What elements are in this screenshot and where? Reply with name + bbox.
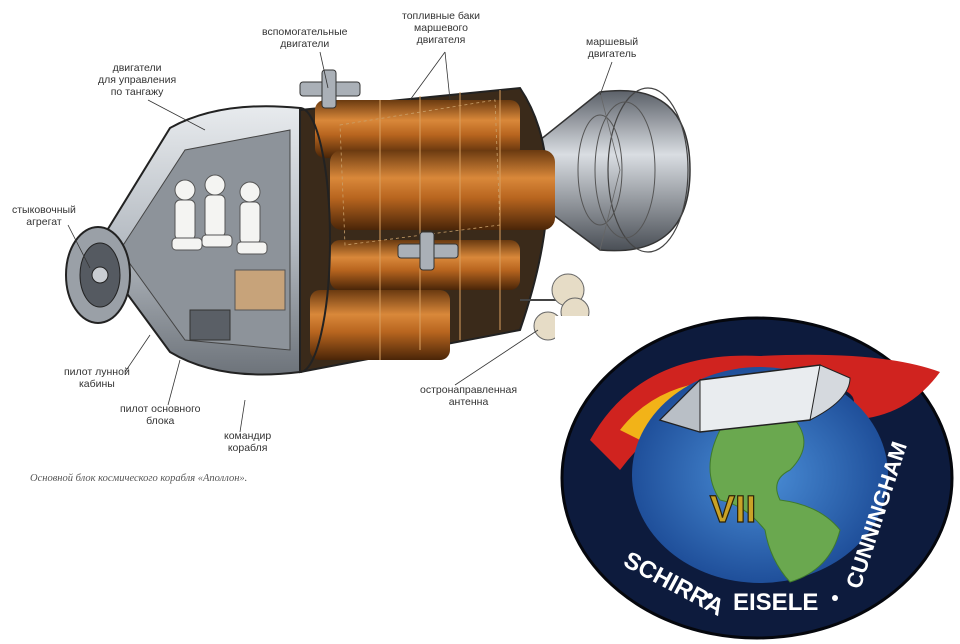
- label-fuel-tanks: топливные баки маршевого двигателя: [402, 10, 480, 46]
- label-line: кабины: [78, 378, 115, 390]
- label-line: двигатели: [112, 62, 162, 74]
- label-line: маршевый: [586, 36, 639, 48]
- label-antenna: остронаправленная антенна: [420, 384, 517, 408]
- apollo-cutaway-illustration: [65, 69, 691, 376]
- fuel-tank-upper: [315, 100, 520, 158]
- label-line: антенна: [448, 396, 489, 408]
- patch-earth-continents: [709, 413, 841, 583]
- label-line: стыковочный: [12, 204, 76, 216]
- label-pitch-engines: двигатели для управления по тангажу: [98, 62, 176, 98]
- fuel-tank-middle: [330, 150, 555, 230]
- label-cm-pilot: пилот основного блока: [120, 403, 201, 427]
- label-line: пилот лунной: [64, 366, 130, 378]
- patch-crew-eisele: EISELE: [733, 589, 818, 616]
- label-line: блока: [146, 415, 175, 427]
- label-line: корабля: [227, 442, 268, 454]
- label-line: агрегат: [26, 216, 62, 228]
- label-line: двигателя: [416, 34, 466, 46]
- label-line: остронаправленная: [420, 384, 518, 396]
- label-line: топливные баки: [402, 10, 480, 22]
- label-aux-engines: вспомогательные двигатели: [262, 26, 347, 50]
- flame-tail: [590, 354, 940, 470]
- label-line: по тангажу: [110, 86, 164, 98]
- equipment-bay: [234, 269, 286, 311]
- label-line: двигатель: [587, 48, 637, 60]
- astronaut-figures: [171, 174, 268, 255]
- label-line: пилот основного: [120, 403, 201, 415]
- apollo-vii-mission-patch: VII SCHIRRA EISELE CUNNINGHAM: [555, 316, 960, 644]
- patch-mission-number: VII: [710, 489, 756, 531]
- patch-spacecraft: [658, 364, 851, 433]
- label-line: для управления: [98, 74, 177, 86]
- service-module: [269, 86, 555, 374]
- label-line: двигатели: [280, 38, 330, 50]
- aux-thruster-quad: [299, 69, 459, 271]
- label-main-engine: маршевый двигатель: [586, 36, 638, 60]
- label-commander: командир корабля: [224, 430, 271, 454]
- label-lm-pilot: пилот лунной кабины: [64, 366, 130, 390]
- docking-unit: [65, 226, 131, 324]
- label-docking-unit: стыковочный агрегат: [12, 204, 76, 228]
- label-line: маршевого: [414, 22, 468, 34]
- diagram-caption: Основной блок космического корабля «Апол…: [30, 473, 248, 484]
- label-line: вспомогательные: [262, 26, 348, 38]
- command-module: [93, 105, 301, 376]
- main-engine-nozzle: [539, 87, 691, 253]
- label-line: командир: [224, 430, 272, 442]
